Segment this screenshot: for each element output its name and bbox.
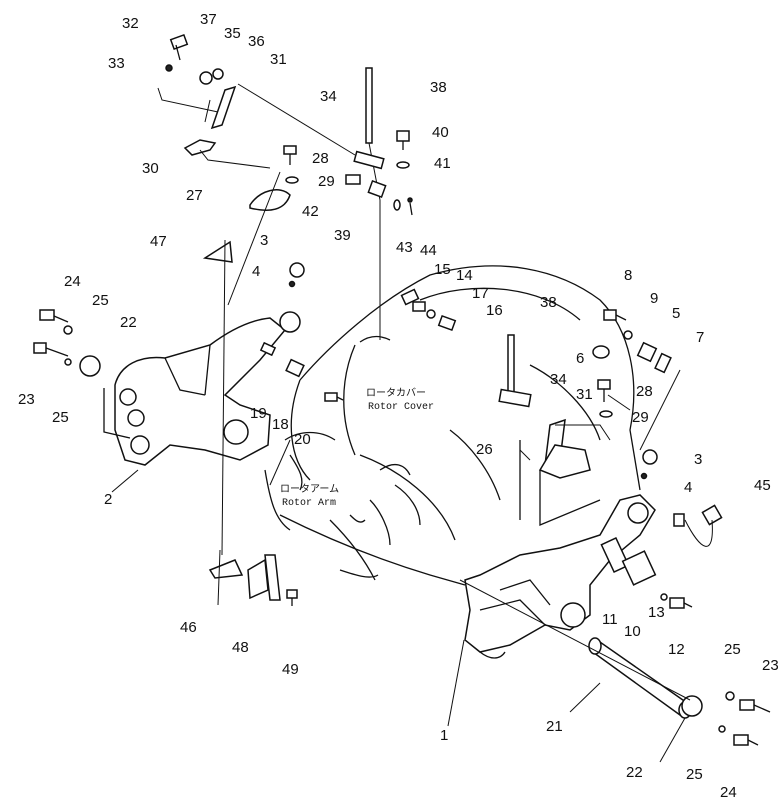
callout-4-left: 4 bbox=[252, 263, 260, 280]
callout-18: 18 bbox=[272, 416, 289, 433]
callout-29-top: 29 bbox=[318, 173, 335, 190]
callout-45: 45 bbox=[754, 477, 771, 494]
callout-3-left: 3 bbox=[260, 232, 268, 249]
callout-31-right: 31 bbox=[576, 386, 593, 403]
callout-43: 43 bbox=[396, 239, 413, 256]
callout-38-top: 38 bbox=[430, 79, 447, 96]
callout-10: 10 bbox=[624, 623, 641, 640]
callout-17: 17 bbox=[472, 285, 489, 302]
callout-25-right-top: 25 bbox=[724, 641, 741, 658]
callout-42: 42 bbox=[302, 203, 319, 220]
callout-26: 26 bbox=[476, 441, 493, 458]
callout-14: 14 bbox=[456, 267, 473, 284]
leader-lines bbox=[111, 83, 691, 763]
callout-30: 30 bbox=[142, 160, 159, 177]
callout-37: 37 bbox=[200, 11, 217, 28]
callout-20: 20 bbox=[294, 431, 311, 448]
callout-21: 21 bbox=[546, 718, 563, 735]
callout-25-left-bottom: 25 bbox=[52, 409, 69, 426]
callout-2: 2 bbox=[104, 491, 112, 508]
callout-9: 9 bbox=[650, 290, 658, 307]
rotor-cover-body bbox=[264, 265, 641, 586]
callout-11: 11 bbox=[602, 611, 618, 628]
callout-39: 39 bbox=[334, 227, 351, 244]
callout-33: 33 bbox=[108, 55, 125, 72]
callout-49: 49 bbox=[282, 661, 299, 678]
callout-4-right: 4 bbox=[684, 479, 692, 496]
callout-32: 32 bbox=[122, 15, 139, 32]
callout-47: 47 bbox=[150, 233, 167, 250]
rotor-arm-en-label: Rotor Arm bbox=[282, 498, 336, 509]
callout-22-left: 22 bbox=[120, 314, 137, 331]
callout-34-right: 34 bbox=[550, 371, 567, 388]
callout-23-left: 23 bbox=[18, 391, 35, 408]
left-arm-bracket bbox=[103, 311, 301, 466]
callout-24-right: 24 bbox=[720, 784, 737, 800]
callout-19: 19 bbox=[250, 405, 267, 422]
callout-5: 5 bbox=[672, 305, 680, 322]
callout-7: 7 bbox=[696, 329, 704, 346]
rotor-cover-en-label: Rotor Cover bbox=[368, 402, 434, 413]
callout-25-right-bottom: 25 bbox=[686, 766, 703, 783]
callout-8: 8 bbox=[624, 267, 632, 284]
callout-12: 12 bbox=[668, 641, 685, 658]
callout-15: 15 bbox=[434, 261, 451, 278]
callout-38-right: 38 bbox=[540, 294, 557, 311]
callout-24-left: 24 bbox=[64, 273, 81, 290]
callout-44: 44 bbox=[420, 242, 437, 259]
callout-16: 16 bbox=[486, 302, 503, 319]
callout-34-top: 34 bbox=[320, 88, 337, 105]
callout-31-top: 31 bbox=[270, 51, 287, 68]
callout-28-right: 28 bbox=[636, 383, 653, 400]
callout-27: 27 bbox=[186, 187, 203, 204]
callout-25-left-top: 25 bbox=[92, 292, 109, 309]
callout-41: 41 bbox=[434, 155, 451, 172]
callout-23-right: 23 bbox=[762, 657, 779, 674]
callout-46: 46 bbox=[180, 619, 197, 636]
callout-40: 40 bbox=[432, 124, 449, 141]
callout-48: 48 bbox=[232, 639, 249, 656]
rotor-cover-jp-label: ロータカバー bbox=[366, 387, 426, 400]
callout-6: 6 bbox=[576, 350, 584, 367]
callout-numbers: 32 37 35 36 31 33 34 38 40 28 41 30 29 2… bbox=[18, 11, 779, 801]
callout-3-right: 3 bbox=[694, 451, 702, 468]
callout-36: 36 bbox=[248, 33, 265, 50]
callout-35: 35 bbox=[224, 25, 241, 42]
callout-13: 13 bbox=[648, 604, 665, 621]
fasteners bbox=[33, 33, 771, 746]
rotor-arm-jp-label: ロータアーム bbox=[280, 483, 339, 496]
callout-1: 1 bbox=[440, 727, 448, 744]
callout-28-top: 28 bbox=[312, 150, 329, 167]
callout-22-right: 22 bbox=[626, 764, 643, 781]
callout-29-right: 29 bbox=[632, 409, 649, 426]
